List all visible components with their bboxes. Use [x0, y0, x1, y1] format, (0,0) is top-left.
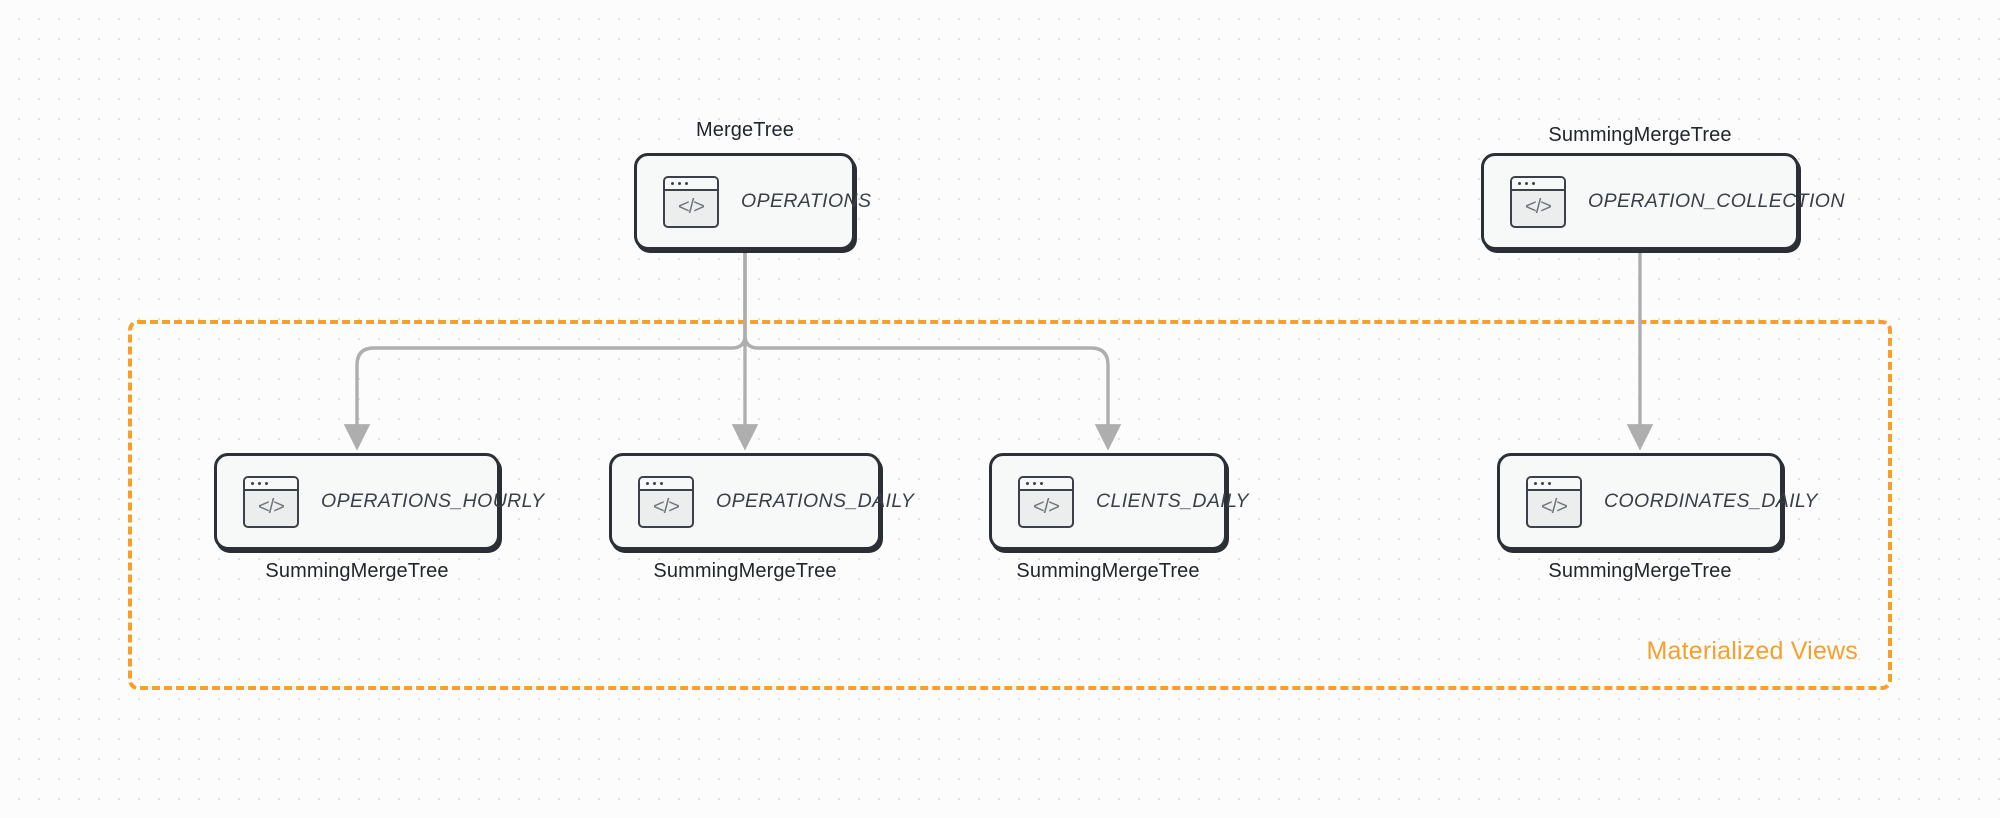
window-dot-1 — [251, 482, 255, 486]
window-dot-2 — [678, 182, 682, 186]
engine-label-operations-daily: SummingMergeTree — [653, 560, 837, 582]
window-dot-3 — [265, 482, 269, 486]
code-glyph: </> — [1033, 496, 1060, 518]
node-operations[interactable]: </> OPERATIONS — [634, 153, 871, 250]
node-operations-hourly[interactable]: </> OPERATIONS_HOURLY — [214, 453, 544, 550]
engine-label-operations-hourly: SummingMergeTree — [265, 560, 449, 582]
window-dot-1 — [646, 482, 650, 486]
code-glyph: </> — [258, 496, 285, 518]
engine-label-coordinates-daily: SummingMergeTree — [1548, 560, 1732, 582]
node-label-coordinates-daily: COORDINATES_DAILY — [1604, 490, 1818, 512]
code-window-icon: </> — [243, 475, 299, 528]
code-window-icon: </> — [663, 175, 719, 228]
window-dot-1 — [1518, 182, 1522, 186]
window-dot-3 — [1548, 482, 1552, 486]
engine-label-operation-collection: SummingMergeTree — [1548, 124, 1732, 146]
node-operation-collection[interactable]: </> OPERATION_COLLECTION — [1481, 153, 1844, 250]
window-dot-2 — [1033, 482, 1037, 486]
window-dot-3 — [685, 182, 689, 186]
window-dot-2 — [1541, 482, 1545, 486]
code-glyph: </> — [1541, 496, 1568, 518]
window-dot-3 — [1532, 182, 1536, 186]
window-dot-2 — [258, 482, 262, 486]
code-glyph: </> — [678, 196, 705, 218]
node-label-operations-hourly: OPERATIONS_HOURLY — [321, 490, 545, 512]
node-coordinates-daily[interactable]: </> COORDINATES_DAILY — [1497, 453, 1817, 550]
window-dot-1 — [1534, 482, 1538, 486]
window-dot-3 — [1040, 482, 1044, 486]
node-label-operation-collection: OPERATION_COLLECTION — [1588, 190, 1845, 212]
materialized-views-group-label: Materialized Views — [1646, 637, 1858, 665]
window-dot-1 — [671, 182, 675, 186]
window-dot-2 — [653, 482, 657, 486]
code-window-icon: </> — [638, 475, 694, 528]
window-dot-3 — [660, 482, 664, 486]
window-dot-1 — [1026, 482, 1030, 486]
code-glyph: </> — [653, 496, 680, 518]
engine-label-clients-daily: SummingMergeTree — [1016, 560, 1200, 582]
node-label-operations-daily: OPERATIONS_DAILY — [716, 490, 915, 512]
code-glyph: </> — [1525, 196, 1552, 218]
node-label-operations: OPERATIONS — [741, 190, 872, 212]
code-window-icon: </> — [1526, 475, 1582, 528]
code-window-icon: </> — [1510, 175, 1566, 228]
node-label-clients-daily: CLIENTS_DAILY — [1096, 490, 1249, 512]
code-window-icon: </> — [1018, 475, 1074, 528]
node-clients-daily[interactable]: </> CLIENTS_DAILY — [989, 453, 1249, 550]
window-dot-2 — [1525, 182, 1529, 186]
engine-label-operations: MergeTree — [696, 119, 794, 141]
node-operations-daily[interactable]: </> OPERATIONS_DAILY — [609, 453, 914, 550]
